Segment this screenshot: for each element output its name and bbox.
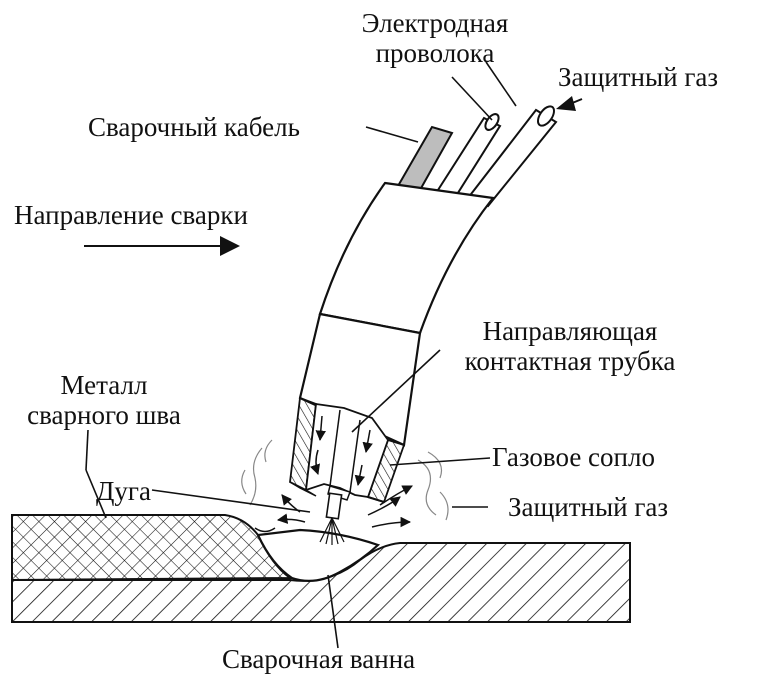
label-welding-direction: Направление сварки [14, 200, 248, 230]
label-gas-nozzle: Газовое сопло [492, 442, 655, 472]
label-weld-metal-line2: сварного шва [27, 400, 181, 430]
label-shielding-gas-side: Защитный газ [508, 492, 669, 522]
label-contact-tube-line2: контактная трубка [464, 346, 676, 376]
arc [319, 517, 345, 545]
label-electrode-wire: Электродная проволока [330, 8, 540, 68]
label-contact-tube: Направляющая контактная трубка [420, 316, 720, 376]
welding-direction-arrow [84, 236, 240, 256]
label-electrode-wire-line1: Электродная [361, 8, 509, 38]
label-shielding-gas-top: Защитный газ [558, 62, 719, 92]
label-weld-metal-line1: Металл [60, 370, 148, 400]
label-electrode-wire-line2: проволока [375, 38, 495, 68]
gas-inlet-arrow [556, 96, 583, 111]
contact-tube [304, 402, 390, 520]
label-arc: Дуга [96, 476, 151, 506]
leader-lines [85, 61, 517, 649]
welding-cables [396, 105, 558, 208]
label-welding-cable: Сварочный кабель [88, 112, 300, 142]
label-weld-pool: Сварочная ванна [222, 644, 416, 674]
weld-metal [11, 514, 294, 582]
label-contact-tube-line1: Направляющая [482, 316, 658, 346]
shielding-gas-wisps [241, 439, 449, 521]
weld-pool [254, 527, 381, 583]
torch-body [298, 181, 496, 447]
label-weld-metal: Металл сварного шва [6, 370, 202, 430]
